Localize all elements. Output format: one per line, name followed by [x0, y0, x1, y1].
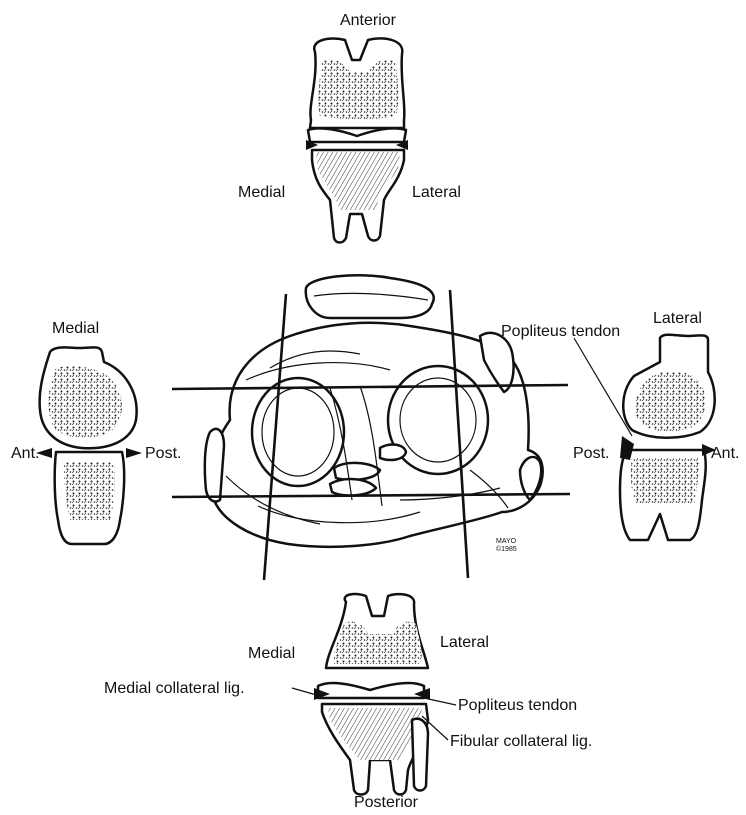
label-medial-collateral: Medial collateral lig.	[104, 680, 245, 697]
label-top-medial: Medial	[238, 184, 285, 201]
svg-text:©1985: ©1985	[496, 545, 517, 553]
label-left-ant: Ant.	[11, 445, 39, 462]
sagittal-section-medial	[36, 347, 142, 544]
mayo-mark: MAYO	[496, 538, 517, 545]
label-right-post: Post.	[573, 445, 609, 462]
label-bottom-medial: Medial	[248, 645, 295, 662]
mayo-signature: MAYO ©1985	[496, 538, 517, 553]
label-left-medial: Medial	[52, 320, 99, 337]
sagittal-section-lateral	[574, 335, 716, 540]
label-right-popliteus: Popliteus tendon	[501, 323, 620, 340]
label-bottom-popliteus: Popliteus tendon	[458, 697, 577, 714]
label-left-post: Post.	[145, 445, 181, 462]
label-top-lateral: Lateral	[412, 184, 461, 201]
label-right-lateral: Lateral	[653, 310, 702, 327]
label-posterior: Posterior	[354, 794, 419, 811]
label-right-ant: Ant.	[711, 445, 739, 462]
label-anterior: Anterior	[340, 12, 397, 29]
label-bottom-lateral: Lateral	[440, 634, 489, 651]
tibial-plateau-view	[205, 275, 543, 547]
coronal-section-anterior	[306, 39, 408, 243]
label-fibular-collateral: Fibular collateral lig.	[450, 733, 592, 750]
coronal-section-posterior	[314, 594, 430, 795]
